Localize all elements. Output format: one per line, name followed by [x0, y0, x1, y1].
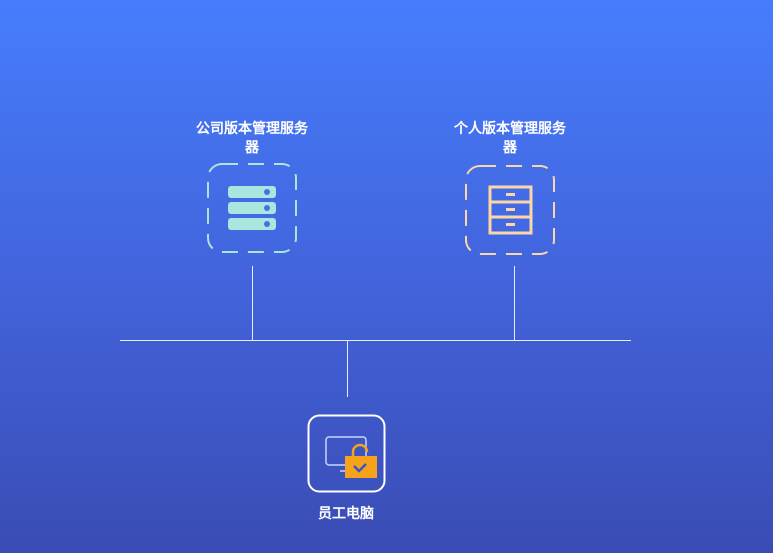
employee-pc-node[interactable] — [307, 414, 386, 493]
connector-pc — [347, 340, 348, 397]
lock-icon — [345, 443, 377, 478]
network-bus — [120, 340, 631, 341]
company-server-node[interactable] — [206, 162, 298, 254]
personal-server-label: 个人版本管理服务器 — [454, 121, 566, 156]
connector-personal — [514, 266, 515, 340]
company-server-label: 公司版本管理服务器 — [196, 121, 308, 156]
cabinet-icon — [488, 185, 533, 235]
server-icon — [228, 186, 276, 230]
employee-pc-label: 员工电脑 — [318, 506, 374, 522]
connector-company — [252, 266, 253, 340]
personal-server-node[interactable] — [464, 164, 556, 256]
